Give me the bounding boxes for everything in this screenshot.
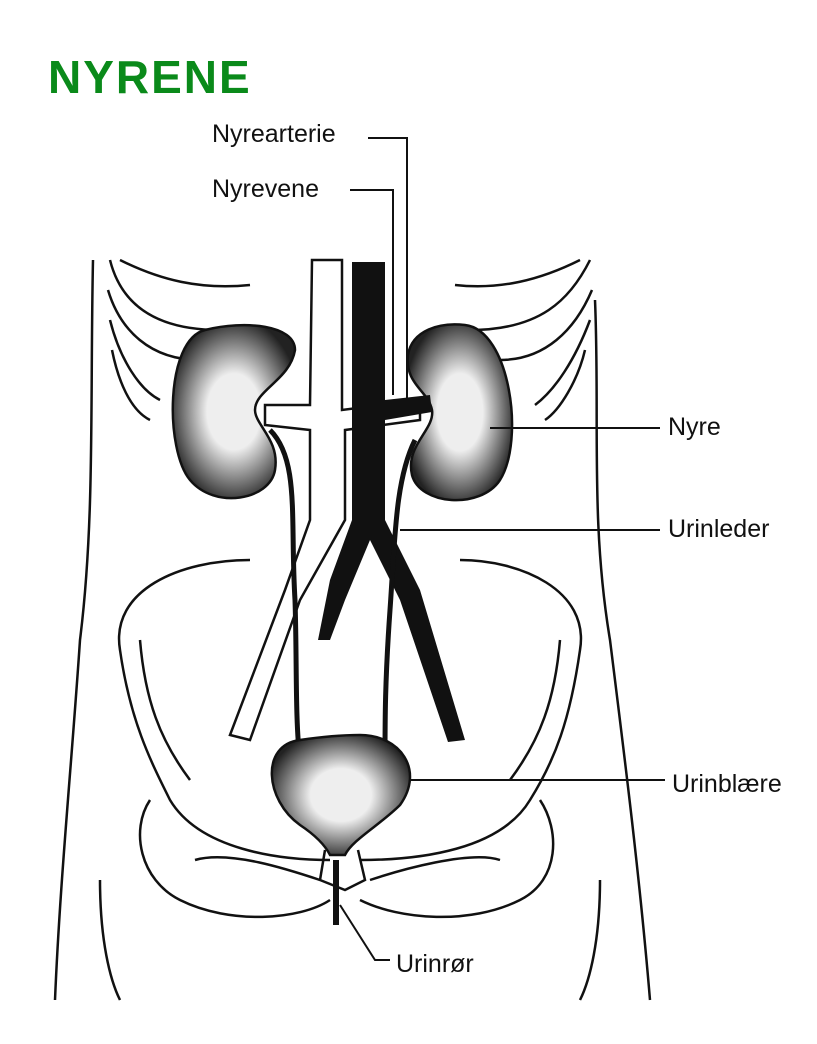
leader-urethra <box>339 904 390 961</box>
ribs-left <box>106 258 251 422</box>
diagram-title: NYRENE <box>48 51 252 103</box>
label-kidney: Nyre <box>668 413 721 441</box>
ureter-right <box>382 438 418 761</box>
ureter-left <box>268 428 303 761</box>
torso-outline-left <box>53 259 95 1001</box>
pelvis <box>98 558 602 1001</box>
leader-renal-artery <box>368 137 408 400</box>
leader-renal-vein <box>350 189 394 395</box>
label-ureter: Urinleder <box>668 515 770 543</box>
label-renal-vein: Nyrevene <box>212 175 319 203</box>
ribs-right <box>454 258 594 422</box>
kidney-left <box>171 324 297 500</box>
label-urethra: Urinrør <box>396 950 474 978</box>
kidney-right <box>406 323 514 502</box>
bladder <box>270 733 412 857</box>
torso-outline-right <box>593 299 652 1001</box>
label-renal-artery: Nyrearterie <box>212 120 336 148</box>
aorta <box>318 262 465 742</box>
label-bladder: Urinblære <box>672 770 782 798</box>
